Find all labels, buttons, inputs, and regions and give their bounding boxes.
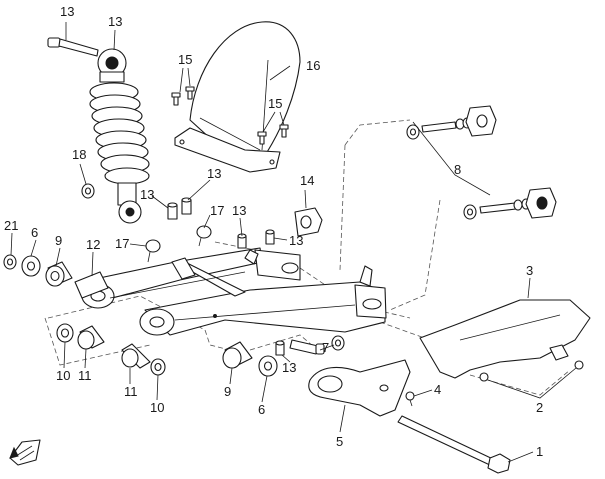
callout-labels: 13 13 15 16 15 8 18 13 13 14 17 13 13 17… [4,4,543,459]
callout-16: 16 [306,58,320,73]
callout-9b: 9 [224,384,231,399]
washer-part-6-right [258,355,278,377]
callout-10a: 10 [56,368,70,383]
callout-21: 21 [4,218,18,233]
callout-1: 1 [536,444,543,459]
bearing-part-9-right [222,341,253,369]
callout-19: 13 [108,14,122,29]
screw-part-2-group [479,360,584,382]
seal-part-10-left [56,323,74,343]
collar-part-21 [3,254,17,270]
chain-slider-block-part-14 [294,207,323,237]
callout-13c: 13 [232,203,246,218]
shock-absorber-part-19 [89,48,150,224]
seal-part-10-right [150,358,166,376]
callout-5: 5 [336,434,343,449]
callout-4: 4 [434,382,441,397]
washer-part-6-left [21,255,41,277]
clip-17-b [196,225,212,247]
callout-17b: 17 [115,236,129,251]
rear-hugger-part-16 [174,21,301,173]
callout-14: 14 [300,173,314,188]
bolt-15-4 [279,124,289,138]
chain-adjuster-part-8-lower [463,187,557,220]
callout-17a: 17 [210,203,224,218]
callout-20: 13 [60,4,74,19]
callout-13d: 13 [289,233,303,248]
bushing-part-13-lower [275,340,285,356]
callout-7: 7 [322,340,329,355]
leader-8 [412,121,491,196]
callout-11b: 11 [124,384,138,399]
front-direction-arrow-icon [9,439,41,466]
clip-part-17-group [145,225,212,263]
bolt-15-1 [171,92,181,106]
bearing-part-11-right [121,343,151,369]
callout-13b: 13 [207,166,221,181]
bearing-part-9-left [45,261,73,287]
callout-10b: 10 [150,400,164,415]
callout-leaders [10,22,577,463]
bushing-part-13-upper [167,197,275,249]
callout-15b: 15 [268,96,282,111]
clip-17-a [145,239,161,263]
callout-18: 18 [72,147,86,162]
callout-15a: 15 [178,52,192,67]
rear-axle-part-1 [397,415,511,474]
callout-6a: 6 [31,225,38,240]
callout-9a: 9 [55,233,62,248]
shock-bolt-part-20 [47,37,99,57]
bolt-15-3 [257,131,267,145]
bolt-part-7 [289,335,345,355]
callout-2: 2 [536,400,543,415]
chain-guide-part-5 [308,359,411,417]
bearing-part-11-left [77,325,105,350]
chain-cover-part-3 [419,299,591,379]
callout-11a: 11 [78,368,92,383]
callout-12: 12 [86,237,100,252]
callout-3: 3 [526,263,533,278]
callout-13a: 13 [140,187,154,202]
bolt-15-2 [185,86,195,100]
washer-part-18 [81,183,95,199]
callout-13e: 13 [282,360,296,375]
chain-adjuster-part-8-upper [406,105,497,140]
bolt-part-4 [405,391,415,407]
callout-8: 8 [454,162,461,177]
callout-6b: 6 [258,402,265,417]
